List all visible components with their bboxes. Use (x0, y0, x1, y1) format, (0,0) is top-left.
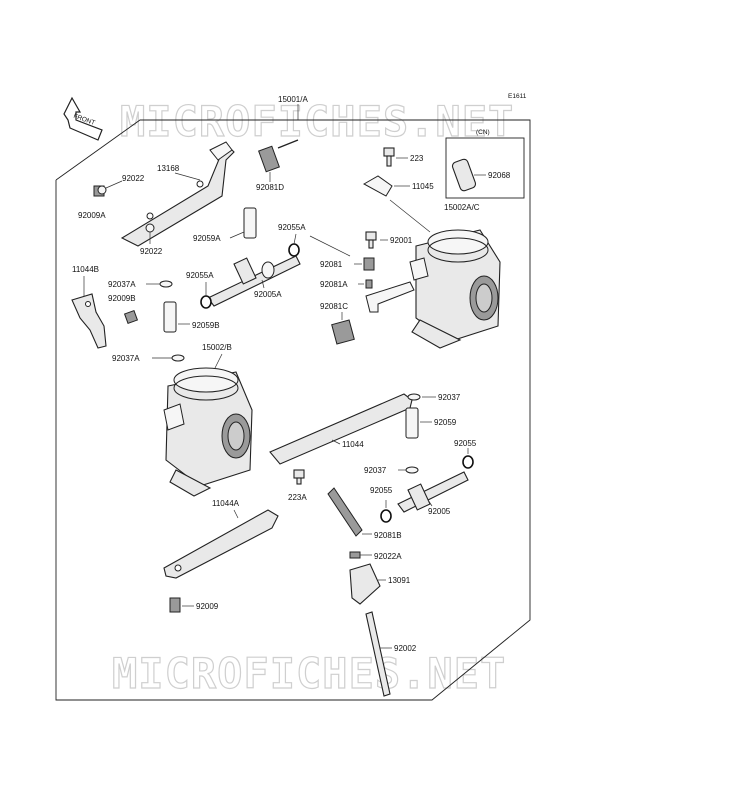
assembly-number: 15001/A (278, 95, 308, 104)
screw-92001: 92001 (365, 231, 413, 249)
callout-92055A-mid: 92055A (186, 271, 214, 280)
washer-92022A-low: 92022A (349, 551, 402, 561)
watermark-bottom: MICROFICHES.NET (112, 649, 506, 698)
callout-15002A-C: 15002A/C (444, 203, 480, 212)
callout-92055-mid: 92055 (370, 486, 393, 495)
spring-92081C: 92081C (320, 302, 355, 345)
callout-92009B: 92009B (108, 294, 136, 303)
callout-92002: 92002 (394, 644, 417, 653)
cap-92037-mid: 92037 (364, 466, 419, 475)
washer-92081A: 92081A (320, 279, 373, 289)
callout-11044: 11044 (342, 440, 364, 449)
cap-92037-right: 92037 (407, 393, 461, 402)
callout-223A: 223A (288, 493, 307, 502)
callout-92037-right: 92037 (438, 393, 461, 402)
spring-92081: 92081 (320, 257, 375, 271)
screw-223A: 223A (288, 469, 307, 502)
callout-92081B: 92081B (374, 531, 402, 540)
callout-11044A: 11044A (212, 499, 240, 508)
callout-92081A: 92081A (320, 280, 348, 289)
fuel-pipe-92005: 92005 (397, 471, 469, 516)
sleeve-92059-right: 92059 (405, 407, 457, 439)
callout-92081C: 92081C (320, 302, 348, 311)
cap-92037A-top: 92037A (108, 280, 173, 289)
spring-92081B: 92081B (327, 487, 402, 540)
callout-13091: 13091 (388, 576, 411, 585)
callout-223: 223 (410, 154, 424, 163)
o-ring-92055A-top: 92055A (278, 223, 351, 257)
assembly-frame (55, 119, 531, 701)
bracket-11044: 11044 (269, 393, 413, 465)
linkage-arm (365, 281, 415, 313)
callout-92068: 92068 (488, 171, 511, 180)
callout-92022A-low: 92022A (374, 552, 402, 561)
screw-92009: 92009 (169, 597, 219, 613)
carburetor-15002A-C: 15002A/C (389, 199, 501, 349)
callout-92001: 92001 (390, 236, 413, 245)
callout-92022-top: 92022 (122, 174, 145, 183)
clip-11045: 11045 (362, 175, 434, 197)
bracket-11044B: 11044B (71, 265, 107, 349)
bolt-92002: 92002 (365, 611, 417, 697)
sleeve-92059B: 92059B (163, 301, 220, 333)
fitting-13091: 13091 (349, 563, 411, 605)
callout-92009A-top: 92009A (78, 211, 106, 220)
fuel-pipe-92005A: 92005A (207, 255, 301, 307)
callout-11045: 11045 (412, 182, 434, 191)
callout-92005: 92005 (428, 507, 451, 516)
screw-223: 223 (383, 147, 424, 167)
callout-92059B: 92059B (192, 321, 220, 330)
bracket-11044A: 11044A (163, 499, 279, 579)
cn-label: (CN) (476, 129, 490, 136)
callout-92059-right: 92059 (434, 418, 457, 427)
throttle-bracket-13168: 13168 (120, 141, 235, 247)
cn-inset-box: (CN) 92068 (445, 129, 525, 199)
callout-92005A: 92005A (254, 290, 282, 299)
carburetor-15002-B: 15002/B (163, 343, 253, 497)
callout-92037A-top: 92037A (108, 280, 136, 289)
callout-92055A-top: 92055A (278, 223, 306, 232)
callout-92022-lower: 92022 (140, 247, 163, 256)
callout-11044B: 11044B (72, 265, 99, 274)
callout-15002-B: 15002/B (202, 343, 232, 352)
washer-92022-lower: 92022 (140, 223, 163, 256)
callout-92037A-low: 92037A (112, 354, 140, 363)
sleeve-92059A: 92059A (193, 207, 257, 243)
spring-92081D: 92081D (256, 139, 299, 192)
cap-92037A-low: 92037A (112, 354, 185, 363)
callout-92059A: 92059A (193, 234, 221, 243)
front-arrow-icon: FRONT (63, 96, 103, 141)
o-ring-92055A-mid: 92055A (186, 271, 214, 309)
o-ring-92055-mid: 92055 (370, 486, 393, 523)
callout-92055-right: 92055 (454, 439, 477, 448)
callout-92009: 92009 (196, 602, 219, 611)
callout-92081: 92081 (320, 260, 343, 269)
washer-92022-top: 92022 (97, 174, 145, 195)
o-ring-92055-right: 92055 (454, 439, 477, 469)
diagram-code: E1611 (508, 93, 527, 100)
callout-13168: 13168 (157, 164, 180, 173)
screw-92009B: 92009B (108, 294, 139, 325)
callout-92081D: 92081D (256, 183, 284, 192)
callout-92037-mid: 92037 (364, 466, 387, 475)
